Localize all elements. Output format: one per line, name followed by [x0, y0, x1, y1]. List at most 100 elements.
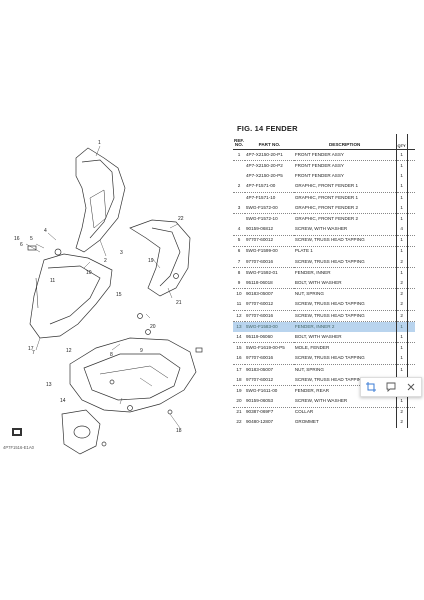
row-description: GRAPHIC, FRONT FENDER 2 [294, 215, 359, 221]
callout-3: 3 [120, 250, 123, 256]
row-blank [406, 192, 415, 203]
callout-1: 1 [98, 140, 101, 146]
row-description: SCREW, TRUSS HEAD TAPPING [293, 235, 396, 247]
row-part-no: 95119-06060 [244, 332, 294, 344]
callout-2: 2 [104, 258, 107, 264]
row-qty: 2 [395, 278, 408, 290]
row-ref: 12 [233, 310, 245, 323]
row-ref: 21 [236, 409, 242, 415]
row-part-no: 90159-06053 [244, 396, 294, 408]
comment-icon[interactable] [385, 381, 397, 393]
row-part-no: 97707-60012 [244, 299, 294, 311]
row-part-no: 5WG-F1583-00 [244, 321, 294, 333]
row-part-no: 5WG-F1592-01 [245, 269, 278, 275]
row-part-no: 90159-06812 [244, 224, 294, 236]
row-part-no: 4P7-F1571-10 [245, 194, 276, 200]
row-blank [406, 407, 415, 418]
inner-fender [69, 337, 197, 413]
callout-17: 17 [28, 346, 34, 352]
row-qty: 2 [395, 417, 408, 428]
book-icon [12, 428, 22, 436]
row-ref: 10 [236, 291, 242, 297]
col-qty: QTY [395, 134, 408, 150]
row-part-no: 97707-60012 [244, 374, 294, 387]
row-description: SCREW, WITH WASHER [293, 224, 396, 236]
row-description: GRAPHIC, FRONT FENDER 1 [293, 181, 396, 193]
row-blank [406, 278, 415, 290]
callout-11: 11 [50, 278, 55, 284]
crop-icon[interactable] [365, 381, 377, 393]
row-description: GROMMET [294, 419, 319, 425]
row-part-no: 90183-05007 [245, 291, 274, 297]
row-qty: 4 [395, 224, 408, 236]
row-part-no: 95118-06018 [244, 278, 294, 290]
row-description: FENDER, INNER 2 [293, 321, 396, 333]
col-blank [406, 134, 415, 150]
callout-8: 8 [110, 352, 113, 358]
row-part-no: 5WG-F1572-00 [244, 202, 294, 215]
row-blank [406, 417, 415, 428]
callout-7: 7 [32, 350, 35, 356]
row-ref: 22 [236, 419, 242, 425]
close-icon[interactable] [405, 381, 417, 393]
row-qty: 1 [395, 192, 408, 203]
row-description: MOLE, FENDER [294, 345, 330, 351]
row-qty: 1 [395, 332, 408, 344]
row-qty: 2 [395, 310, 408, 323]
row-description: FRONT FENDER ASSY [294, 173, 344, 179]
row-part-no: 4P7-X2150-20-P2 [245, 162, 283, 168]
row-blank [406, 160, 415, 172]
row-ref [233, 192, 245, 203]
row-part-no: 4P7-X2150-20-P5 [245, 173, 283, 179]
row-description: NUT, SPRING [294, 291, 324, 297]
parts-diagram: 1 2 3 4 5 6 7 8 9 10 11 12 13 14 15 16 1… [12, 140, 203, 455]
row-description: PLATE 1 [294, 248, 313, 254]
annotation-toolbar [360, 377, 422, 397]
row-description: GRAPHIC, FRONT FENDER 2 [293, 202, 396, 215]
callout-19: 19 [148, 258, 154, 264]
row-qty: 1 [395, 396, 408, 408]
row-blank [406, 256, 415, 269]
row-part-no: 97707-60016 [244, 310, 294, 323]
row-qty: 1 [395, 267, 408, 279]
row-ref: 3 [233, 202, 245, 215]
figure-caption: 4P7F1516-E1A0 [3, 445, 34, 450]
row-ref: 4 [233, 224, 245, 236]
row-description: BOLT, WITH WASHER [293, 278, 396, 290]
col-ref: REF. NO. [233, 134, 245, 150]
row-ref: 11 [233, 299, 245, 311]
row-part-no: 5WG-F1599-00 [245, 248, 278, 254]
row-blank [406, 310, 415, 323]
table-row[interactable]: 4P7-F1571-10 GRAPHIC, FRONT FENDER 1 1 [233, 192, 415, 203]
row-description: SCREW, TRUSS HEAD TAPPING [293, 256, 396, 269]
callout-4: 4 [44, 228, 47, 234]
row-description: GRAPHIC, FRONT FENDER 1 [294, 194, 359, 200]
row-ref: 14 [233, 332, 245, 344]
mudflap [61, 409, 101, 455]
col-description: DESCRIPTION [293, 134, 396, 150]
